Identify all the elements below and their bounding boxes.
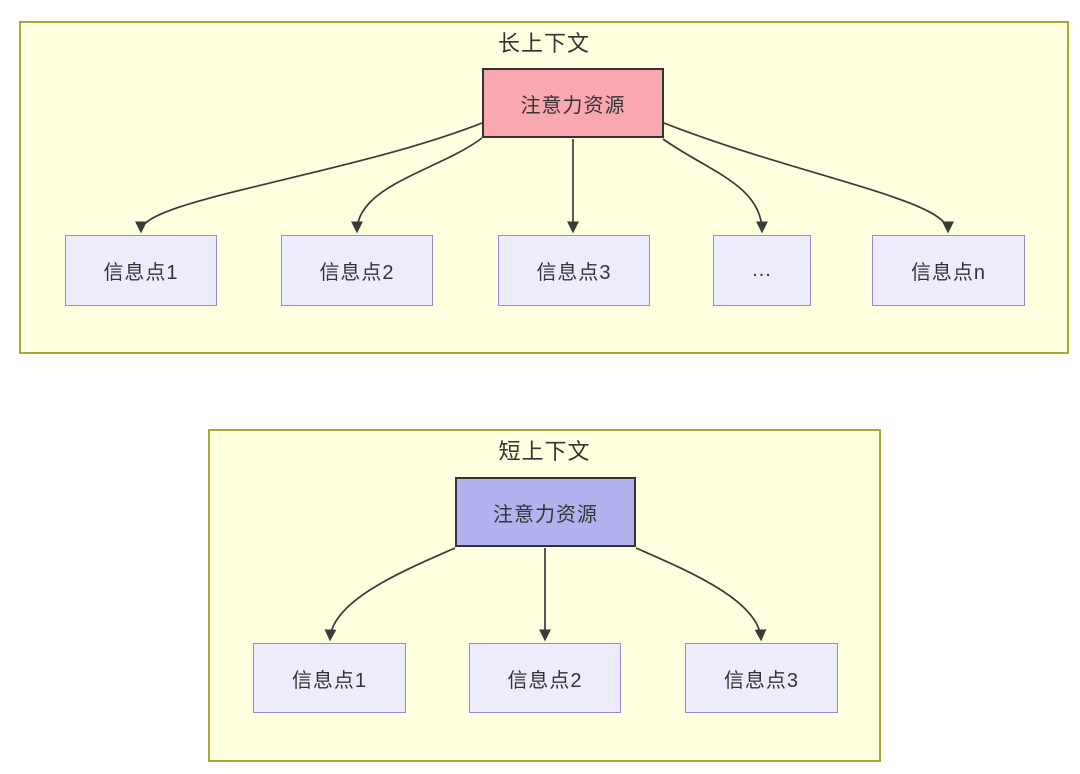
long-node-3: 信息点3 <box>498 235 650 306</box>
long-node-2: 信息点2 <box>281 235 433 306</box>
long-context-attention-label: 注意力资源 <box>520 94 626 117</box>
short-context-title: 短上下文 <box>498 439 591 464</box>
short-node-3: 信息点3 <box>685 643 838 713</box>
short-node-1: 信息点1 <box>253 643 406 713</box>
short-node-1-label: 信息点1 <box>291 669 368 692</box>
long-node-1-label: 信息点1 <box>103 262 179 284</box>
short-node-2: 信息点2 <box>469 643 621 713</box>
long-context-title: 长上下文 <box>497 31 590 56</box>
long-context-attention-box: 注意力资源 <box>482 68 664 138</box>
long-node-2-label: 信息点2 <box>319 262 395 284</box>
long-node-3-label: 信息点3 <box>536 262 612 284</box>
short-context-attention-label: 注意力资源 <box>493 503 598 526</box>
long-node-n: 信息点n <box>872 235 1025 306</box>
long-node-ellipsis: ... <box>713 235 811 306</box>
short-context-attention-box: 注意力资源 <box>455 477 636 547</box>
short-node-3-label: 信息点3 <box>723 669 800 692</box>
long-node-ellipsis-label: ... <box>752 259 772 281</box>
short-node-2-label: 信息点2 <box>507 669 583 692</box>
long-node-n-label: 信息点n <box>910 262 987 284</box>
long-node-1: 信息点1 <box>65 235 217 306</box>
